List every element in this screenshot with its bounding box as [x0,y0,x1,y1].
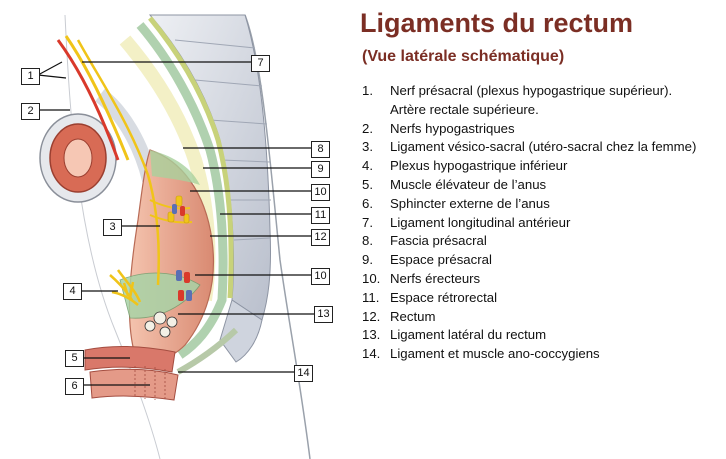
callout-8: 8 [311,141,330,158]
legend-number: 9. [362,252,373,268]
legend-number: 6. [362,195,373,211]
legend-number: 11. [362,289,380,305]
legend-number: 13. [362,327,381,343]
legend-number: 14. [362,346,381,362]
legend-text: Espace rétrorectal [390,289,498,305]
callout-10-lower: 10 [311,268,330,285]
legend-text: Rectum [390,308,436,324]
nerve-plexus-upper [167,195,190,224]
callout-7: 7 [251,55,270,72]
legend-item: 13. Ligament latéral du rectum [362,326,696,345]
legend-text: Sphincter externe de l’anus [390,195,550,211]
callout-9: 9 [311,161,330,178]
legend-text: Nerfs hypogastriques [390,120,515,136]
legend-text: Fascia présacral [390,233,487,249]
callout-5: 5 [65,350,84,367]
legend-item: 9. Espace présacral [362,251,696,270]
legend-number: 1. [362,83,373,98]
superior-rectal-artery [56,39,120,161]
legend-text: Espace présacral [390,252,492,268]
coccyx [219,299,263,363]
legend-number: 12. [362,308,381,324]
legend-number: 3. [362,139,373,155]
mesorectum [150,150,200,185]
hypogastric-nerve [76,39,160,286]
callout-3: 3 [103,219,122,236]
legend-number: 2. [362,120,373,136]
vessel-segments-lower [176,270,192,301]
vessel-segments-upper [172,204,185,216]
legend-item: 3. Ligament vésico-sacral (utéro-sacral c… [362,138,696,157]
presacral-nerve [64,35,130,161]
callout-11: 11 [311,207,330,224]
legend-item: 7. Ligament longitudinal antérieur [362,214,696,233]
legend-text: Ligament longitudinal antérieur [390,214,571,230]
callout-2: 2 [21,103,40,120]
leader-lines [37,61,315,386]
callout-14: 14 [294,365,313,382]
legend-item: 14. Ligament et muscle ano-coccygiens [362,345,696,364]
legend-text: Nerfs érecteurs [390,270,481,286]
inferior-hypogastric-plexus [109,269,142,306]
page-title: Ligaments du rectum [360,8,634,38]
legend-number: 7. [362,214,373,230]
legend-text: Ligament vésico-sacral (utéro-sacral che… [390,139,697,155]
callout-4: 4 [63,283,82,300]
anococcygeal-ligament [176,327,239,375]
callout-6: 6 [65,378,84,395]
legend-number: 10. [362,270,381,286]
callout-1: 1 [21,68,40,85]
legend-item: 5. Muscle élévateur de l’anus [362,176,696,195]
legend-item: 6. Sphincter externe de l’anus [362,195,696,214]
page-subtitle: (Vue latérale schématique) [362,48,565,65]
lateral-ligament [119,272,201,319]
callout-12: 12 [311,229,330,246]
anterior-longitudinal-ligament [148,16,234,299]
vertebra-lines [174,39,271,241]
sigmoid-lumen [63,138,93,178]
legend-number: 4. [362,158,373,174]
legend-text: Nerf présacral (plexus hypogastrique sup… [390,83,673,117]
legend-item: 10. Nerfs érecteurs [362,270,696,289]
callout-13: 13 [314,306,333,323]
legend-text: Ligament latéral du rectum [390,327,547,343]
callout-10-upper: 10 [311,184,330,201]
legend-item: 12. Rectum [362,308,696,327]
legend-text: Ligament et muscle ano-coccygiens [390,346,600,362]
sphincter-striations [134,366,166,400]
legend-list: 1. Nerf présacral (plexus hypogastrique s… [362,82,696,364]
legend-item: 1. Nerf présacral (plexus hypogastrique s… [362,82,696,120]
legend-item: 4. Plexus hypogastrique inférieur [362,157,696,176]
levator-ani [84,346,176,373]
presacral-fascia [136,22,228,359]
abdominal-wall [64,14,161,459]
legend-item: 8. Fascia présacral [362,232,696,251]
legend-item: 2. Nerfs hypogastriques [362,120,696,139]
rectum-section-small [144,311,178,338]
legend-number: 8. [362,233,373,249]
legend-item: 11. Espace rétrorectal [362,289,696,308]
legend-text: Muscle élévateur de l’anus [390,176,547,192]
legend-number: 5. [362,176,373,192]
legend-text: Plexus hypogastrique inférieur [390,158,568,174]
